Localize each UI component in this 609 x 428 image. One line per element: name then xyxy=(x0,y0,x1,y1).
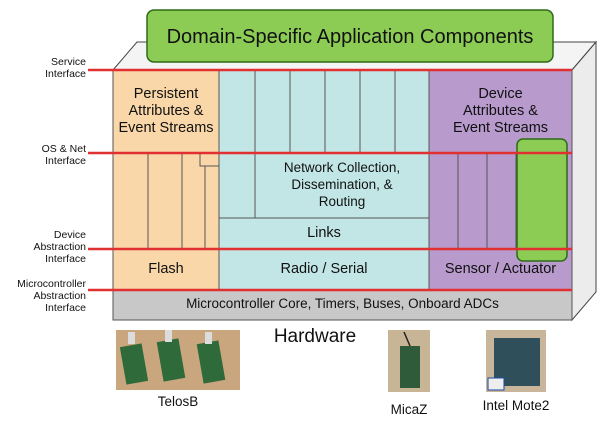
green-side-component xyxy=(516,138,568,262)
radio-serial-label: Radio / Serial xyxy=(280,261,368,277)
network-collection-label: Network Collection,Dissemination, &Routi… xyxy=(283,160,401,209)
micaz-photo xyxy=(388,330,430,392)
hardware-label: Hardware xyxy=(273,326,357,347)
micaz-caption: MicaZ xyxy=(390,402,428,417)
sensor-actuator-label: Sensor / Actuator xyxy=(444,261,557,277)
interface-lines xyxy=(88,68,572,292)
links-label: Links xyxy=(307,225,341,241)
flash-label: Flash xyxy=(148,261,184,277)
intel-mote2-caption: Intel Mote2 xyxy=(482,398,550,413)
persistent-column xyxy=(112,69,220,291)
intel-mote2-photo xyxy=(486,330,546,392)
telosb-photo xyxy=(116,330,240,390)
telosb-caption: TelosB xyxy=(157,394,199,409)
application-banner-title: Domain-Specific Application Components xyxy=(166,26,534,48)
box-right-face xyxy=(571,40,597,322)
application-banner xyxy=(146,9,554,63)
microcontroller-core-label: Microcontroller Core, Timers, Buses, Onb… xyxy=(186,296,499,311)
